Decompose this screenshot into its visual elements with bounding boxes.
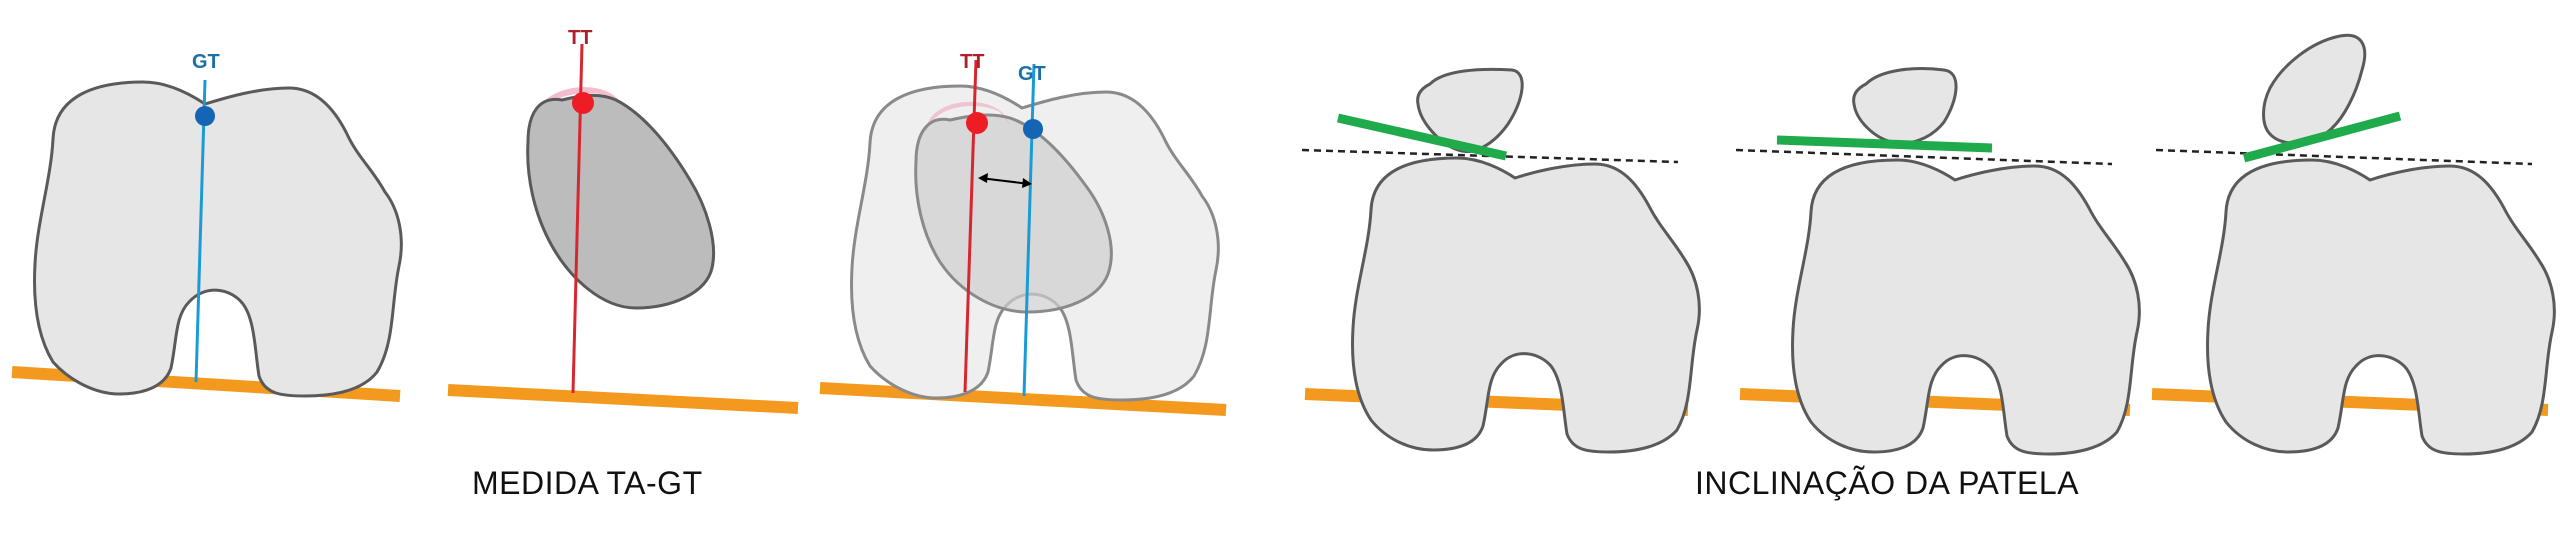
reference-line-6: [2155, 148, 2533, 166]
panel-femur-gt: GT: [11, 51, 403, 402]
patella-6: [2262, 33, 2367, 145]
tt-label-2: TT: [568, 27, 592, 49]
baseline-3: [819, 382, 1227, 416]
reference-line-4: [1301, 148, 1679, 164]
femur-6: [2206, 158, 2556, 456]
patella-5: [1852, 67, 1958, 145]
distance-arrow: [979, 177, 1031, 185]
femur-5: [1791, 158, 2141, 456]
panel-tilt-3: [2151, 33, 2556, 456]
reference-line-5: [1735, 148, 2113, 166]
gt-axis-1: [194, 79, 207, 383]
tt-point-3: [966, 112, 988, 134]
panel-overlay: TT GT: [819, 51, 1227, 416]
arrowhead-right: [1022, 178, 1032, 188]
gt-label-3: GT: [1018, 63, 1046, 85]
gt-point-3: [1023, 119, 1043, 139]
panel-tilt-1: [1301, 67, 1701, 454]
tibia-2: [526, 93, 716, 310]
caption-ta-gt: MEDIDA TA-GT: [472, 465, 703, 501]
arrowhead-left: [978, 173, 988, 183]
baseline-2: [447, 384, 799, 414]
gt-point-1: [195, 106, 215, 126]
patella-line-4: [1337, 113, 1507, 161]
tt-point-2: [572, 92, 594, 114]
caption-patella-tilt: INCLINAÇÃO DA PATELA: [1695, 465, 2080, 501]
tt-halo-2: [536, 87, 624, 120]
panel-tibia-tt: TT: [447, 27, 799, 414]
panel-tilt-2: [1735, 67, 2141, 456]
tt-label-3: TT: [960, 51, 984, 73]
patella-line-6: [2242, 111, 2402, 163]
femur-1: [33, 80, 403, 398]
patella-4: [1416, 67, 1524, 153]
gt-label-1: GT: [192, 51, 220, 73]
patella-line-5: [1776, 135, 1993, 153]
tt-halo-3: [926, 101, 1010, 132]
